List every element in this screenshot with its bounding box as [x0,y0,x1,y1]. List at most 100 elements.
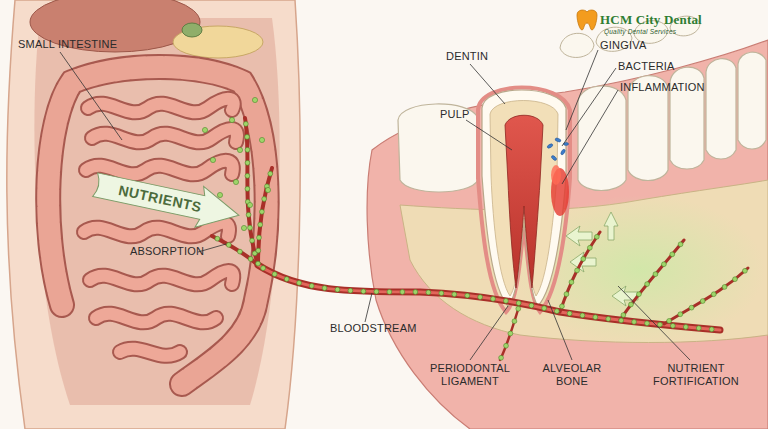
logo-icon [577,10,597,30]
nutrient-dot [387,290,392,295]
dentin [490,101,558,297]
nutrient-dot [202,127,207,132]
nutrient-dot [262,197,267,202]
nutrient-dot [491,296,496,301]
nutrient-dot [689,305,694,310]
jaw [367,40,768,429]
nutrient-dot [504,343,509,348]
nutrient-dot [678,312,683,317]
small-intestine [84,99,237,356]
nutrient-dot [256,248,261,253]
nutrient-dot [217,192,222,197]
nutrient-dot [215,236,220,241]
nutrient-dot [580,313,585,318]
nutrient-dot [238,249,243,254]
nutrient-dot [226,243,231,248]
part-label: ABSORPTION [130,245,204,258]
logo-name: HCM City Dental [600,12,702,27]
nutrient-dot [678,242,683,247]
nutrient-dot [658,322,663,327]
nutrient-dot [709,327,714,332]
tooth-section [478,88,570,313]
pulp [505,115,543,288]
nutrient-dot [245,160,250,165]
nutrient-dot [508,331,513,336]
nutrient-dots [202,97,747,360]
nutrient-dot [272,272,277,277]
nutrient-dot [593,315,598,320]
nutrient-dot [361,289,366,294]
part-label: ALVEOLAR BONE [528,362,616,388]
nutrient-dot [733,277,738,282]
nutrient-dot [645,321,650,326]
nutrient-dot [248,257,253,262]
nutrient-dot [554,309,559,314]
nutrient-dot [284,277,289,282]
nutrient-dot [241,225,246,230]
nutrient-dot [245,173,250,178]
nutrient-dot [594,234,599,239]
part-label: PULP [440,108,470,121]
nutrient-dot [569,280,574,285]
inflammation [551,165,569,216]
nutrient-dot [529,303,534,308]
nutrient-dot [210,157,215,162]
nutrient-dot [653,272,658,277]
nutrient-dot [322,286,327,291]
nutrient-dot [265,187,270,192]
nutrient-dot [645,282,650,287]
part-label: BACTERIA [618,60,675,73]
nutrient-dot [667,318,672,323]
nutrient-dot [258,222,263,227]
lower-teeth [398,52,766,192]
nutrient-dot [661,262,666,267]
nutrient-dot [516,306,521,311]
nutrient-dot [499,355,504,360]
nutrient-dot [700,299,705,304]
nutrient-dot [560,304,565,309]
nutrient-dot [426,290,431,295]
nutrient-dot [670,323,675,328]
nutrient-dot [619,318,624,323]
nutrient-dot [245,147,250,152]
nutrient-dot [542,306,547,311]
nutrient-dot [257,235,262,240]
nutrient-dot [245,134,250,139]
nutrient-dot [374,289,379,294]
nutrient-dot [246,212,251,217]
nutrient-dot [229,117,234,122]
part-label: PERIODONTAL LIGAMENT [420,362,520,388]
nutrient-dot [465,293,470,298]
part-label: NUTRIENT FORTIFICATION [636,362,756,388]
nutrient-dot [259,137,264,142]
arrow-outline [91,164,243,235]
nutrient-dot [248,225,253,230]
logo-tagline: Quality Dental Services [604,28,676,37]
nutrient-dot [297,281,302,286]
nutrient-dot [250,238,255,243]
nutrient-dot [581,257,586,262]
periodontal-ligament [478,88,570,313]
nutrient-dot [575,268,580,273]
leader-lines [60,50,690,360]
nutrient-dot [512,319,517,324]
part-label: GINGIVA [600,39,646,52]
large-intestine [48,67,266,384]
nutrient-flow-arrows [566,212,638,306]
nutrient-dot [439,291,444,296]
nutrient-dot [503,298,508,303]
nutrient-dot [252,97,257,102]
part-label: DENTIN [446,50,488,63]
nutrient-dot [335,287,340,292]
nutrient-dot [567,311,572,316]
nutrient-dot [268,171,273,176]
nutrient-dot [564,292,569,297]
nutrient-dot [722,285,727,290]
nutrient-dot [587,245,592,250]
nutrient-dot [621,313,626,318]
nutrient-dot [256,261,261,266]
nutrient-dot [259,209,264,214]
nutrient-dot [243,122,248,127]
part-label: BLOODSTREAM [330,322,417,335]
nutrient-dot [636,292,641,297]
